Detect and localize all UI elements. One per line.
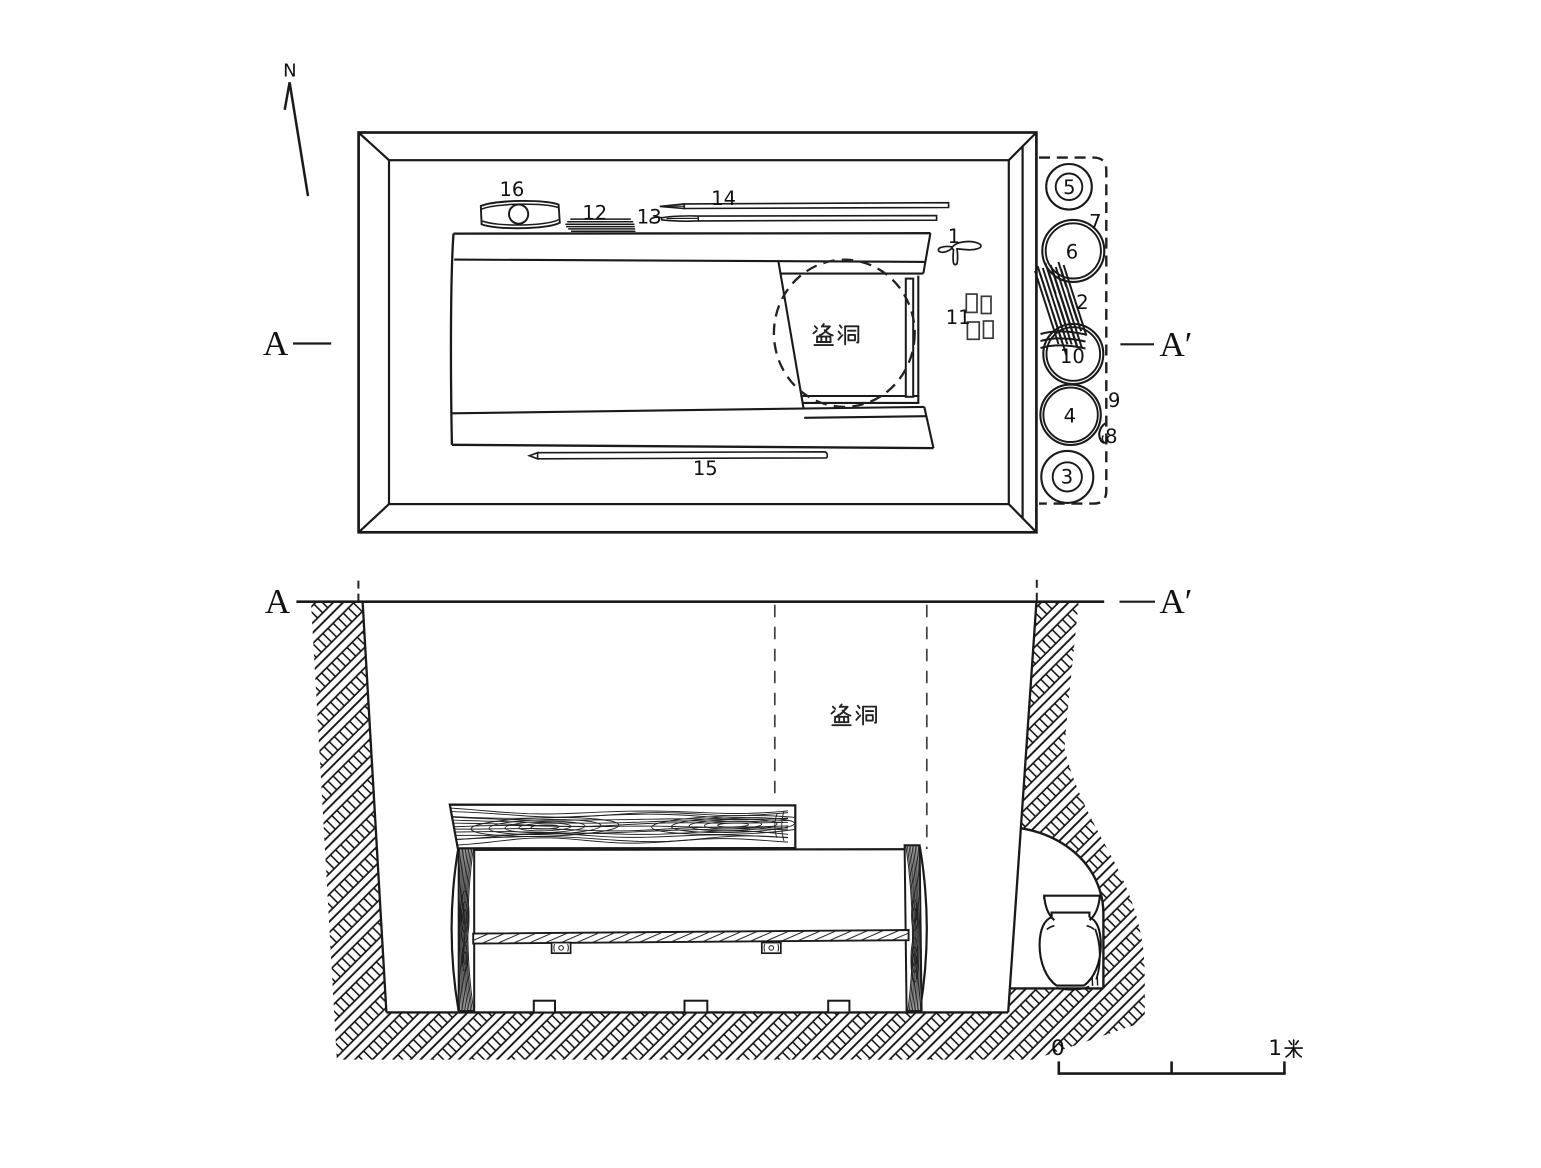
- plan-artifact-label-7: 7: [1089, 211, 1101, 234]
- plan-marker-a-left: A: [263, 324, 289, 363]
- plan-artifact-label-14: 14: [711, 187, 736, 210]
- plan-artifact-label-6: 6: [1066, 240, 1078, 263]
- plan-artifact-label-1: 1: [948, 225, 960, 248]
- plan-artifact-label-8: 8: [1105, 425, 1117, 448]
- scale-bar-end-number: 1: [1268, 1036, 1282, 1061]
- plan-artifact-label-10: 10: [1060, 345, 1085, 368]
- plan-artifact-label-4: 4: [1064, 404, 1076, 427]
- north-arrow-label: N: [283, 60, 296, 81]
- section-plank-support-block-2: [762, 943, 781, 954]
- section-coffin-lid: [448, 805, 815, 849]
- plan-marker-a-right: A′: [1160, 325, 1193, 364]
- section-coffin-support-3: [828, 1001, 849, 1013]
- section-plank-support-block-1: [552, 943, 571, 954]
- plan-artifact-label-16: 16: [499, 178, 524, 201]
- section-coffin-support-1: [534, 1001, 555, 1013]
- section-marker-a-left: A: [265, 582, 291, 621]
- plan-artifact-label-5: 5: [1063, 176, 1075, 199]
- plan-artifact-label-12: 12: [582, 201, 607, 224]
- scale-bar-zero-label: 0: [1051, 1036, 1065, 1061]
- plan-artifact-label-15: 15: [693, 457, 718, 480]
- section-marker-a-right: A′: [1160, 582, 1193, 621]
- plan-artifact-label-13: 13: [637, 206, 662, 229]
- plan-artifact-label-9: 9: [1108, 389, 1120, 412]
- plan-artifact-label-11: 11: [946, 306, 971, 329]
- section-coffin-support-2: [685, 1001, 708, 1013]
- plan-artifact-label-3: 3: [1061, 466, 1073, 489]
- plan-artifact-label-2: 2: [1076, 291, 1088, 314]
